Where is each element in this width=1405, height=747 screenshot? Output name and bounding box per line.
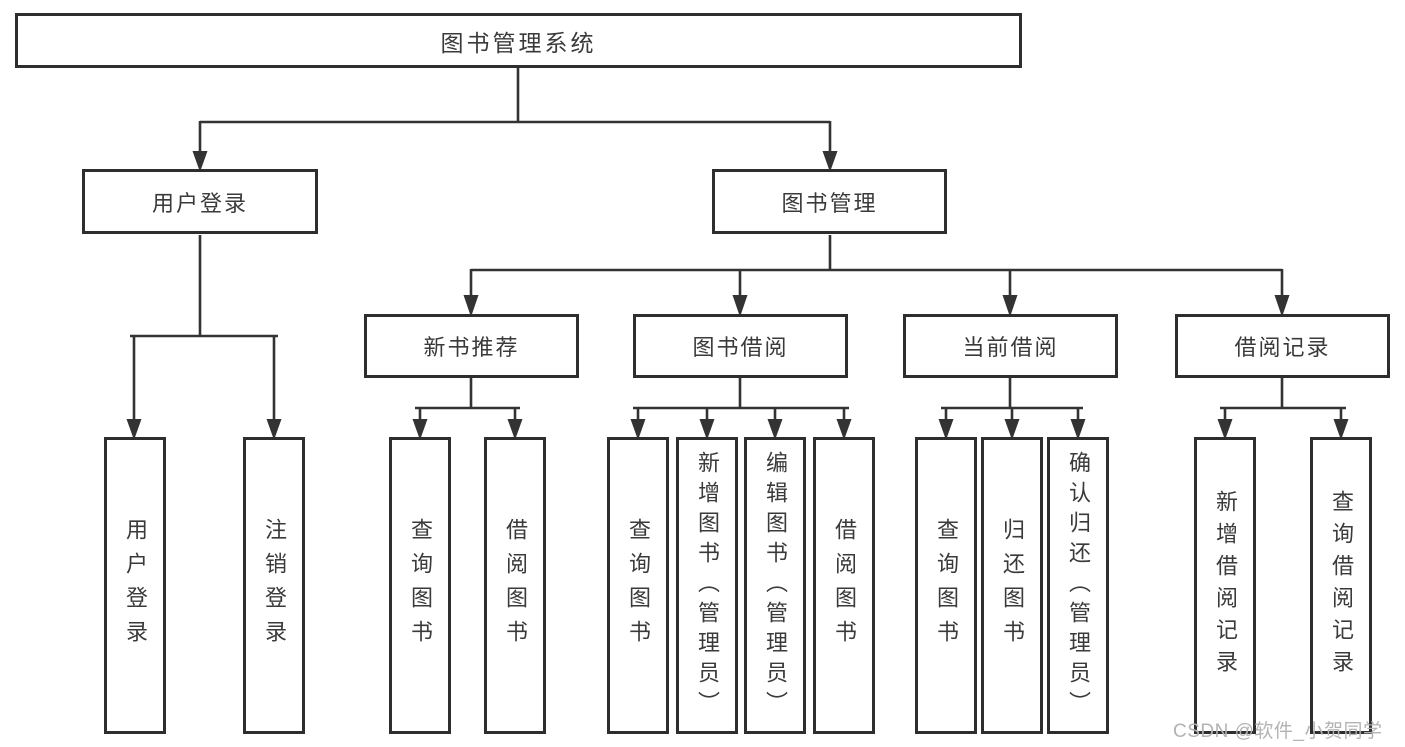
node-book-management-module: 图书管理 — [712, 169, 947, 234]
leaf-label: 确认归还（管理员） — [1066, 450, 1091, 721]
node-root-label: 图书管理系统 — [440, 29, 597, 56]
leaf-label: 注销登录 — [262, 517, 287, 654]
leaf-label: 查询借阅记录 — [1329, 489, 1354, 682]
leaf-record-query-borrow-record: 查询借阅记录 — [1310, 437, 1372, 734]
node-current-borrowing: 当前借阅 — [903, 314, 1118, 378]
leaf-record-add-borrow-record: 新增借阅记录 — [1194, 437, 1256, 734]
leaf-user-login: 用户登录 — [104, 437, 166, 734]
node-label: 当前借阅 — [962, 335, 1059, 360]
leaf-label: 查询图书 — [408, 517, 433, 654]
node-user-login-module: 用户登录 — [82, 169, 318, 234]
leaf-rec-query-books: 查询图书 — [389, 437, 451, 734]
leaf-borrow-query-books: 查询图书 — [607, 437, 669, 734]
leaf-logout: 注销登录 — [243, 437, 305, 734]
node-borrowing-records: 借阅记录 — [1175, 314, 1390, 378]
leaf-label: 新增借阅记录 — [1213, 489, 1238, 682]
node-label: 图书借阅 — [692, 335, 789, 360]
leaf-label: 借阅图书 — [832, 517, 857, 654]
leaf-current-return-books: 归还图书 — [981, 437, 1043, 734]
leaf-borrow-add-books-admin: 新增图书（管理员） — [676, 437, 738, 734]
leaf-rec-borrow-books: 借阅图书 — [484, 437, 546, 734]
node-root-system: 图书管理系统 — [15, 13, 1022, 68]
node-label: 新书推荐 — [423, 335, 520, 360]
leaf-borrow-borrow-books: 借阅图书 — [813, 437, 875, 734]
leaf-current-query-books: 查询图书 — [915, 437, 977, 734]
leaf-label: 用户登录 — [123, 517, 148, 654]
csdn-watermark: CSDN @软件_小贺同学 — [1173, 721, 1383, 742]
node-new-book-recommend: 新书推荐 — [364, 314, 579, 378]
node-label: 借阅记录 — [1234, 335, 1331, 360]
node-label: 图书管理 — [781, 190, 878, 216]
leaf-label: 查询图书 — [626, 517, 651, 654]
leaf-label: 借阅图书 — [503, 517, 528, 654]
leaf-label: 新增图书（管理员） — [695, 450, 720, 721]
leaf-label: 查询图书 — [934, 517, 959, 654]
node-label: 用户登录 — [151, 190, 248, 216]
node-book-borrowing: 图书借阅 — [633, 314, 848, 378]
leaf-borrow-edit-books-admin: 编辑图书（管理员） — [744, 437, 806, 734]
leaf-label: 归还图书 — [1000, 517, 1025, 654]
leaf-label: 编辑图书（管理员） — [763, 450, 788, 721]
leaf-current-confirm-return-admin: 确认归还（管理员） — [1047, 437, 1109, 734]
